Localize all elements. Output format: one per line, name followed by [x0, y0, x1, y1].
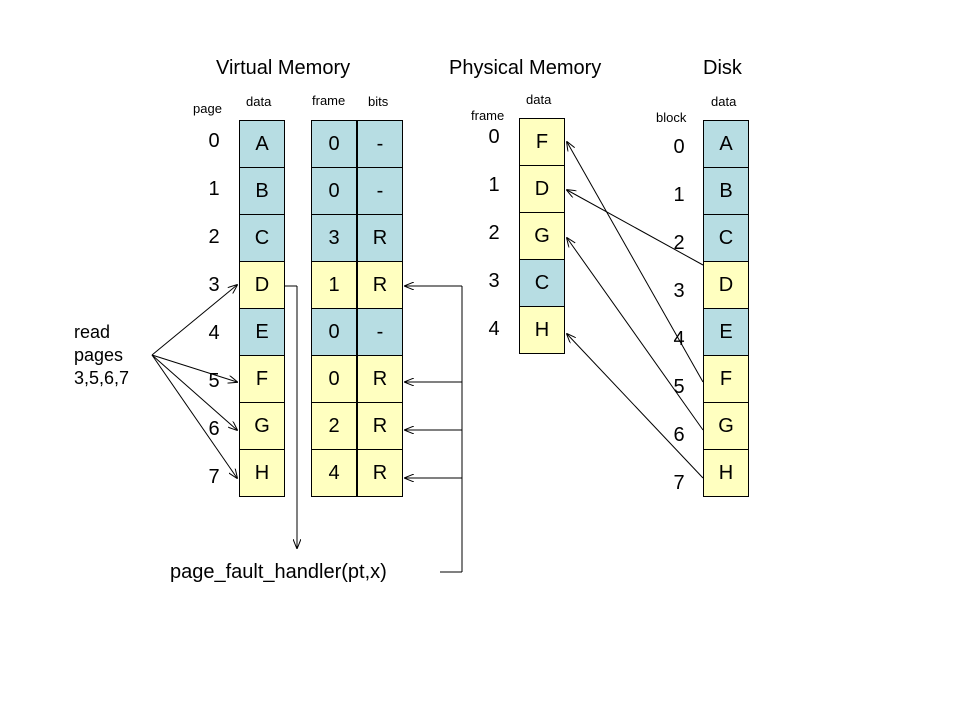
page-number: 7 [208, 466, 220, 488]
pm-data-cell: G [519, 212, 565, 260]
pt-frame-cell: 0 [311, 308, 357, 356]
frame-header: frame [312, 93, 346, 108]
pt-bits-cell: - [357, 120, 403, 168]
read-label-line: read [74, 322, 111, 342]
arrow-G-to-frame-2 [567, 238, 704, 431]
disk-block-number: 1 [673, 184, 685, 206]
disk-block-number: 6 [673, 424, 685, 446]
pm-frame-number: 2 [488, 222, 500, 244]
pm-frame-header: frame [471, 108, 505, 123]
disk-data-cell: D [703, 261, 749, 309]
disk-block-number: 7 [673, 472, 685, 494]
read-arrow-page-7 [151, 354, 237, 478]
vm-data-cell: B [239, 167, 285, 215]
pt-frame-column: 0 0 3 1 0 0 2 4 [311, 120, 357, 497]
disk-block-number: 2 [673, 232, 685, 254]
pt-bits-cell: R [357, 449, 403, 497]
disk-block-number: 3 [673, 280, 685, 302]
bits-header: bits [368, 94, 389, 109]
page-number: 6 [208, 418, 220, 440]
pt-bits-cell: R [357, 261, 403, 309]
disk-block-number: 5 [673, 376, 685, 398]
pm-data-cell: F [519, 118, 565, 166]
disk-to-frame-arrows [567, 142, 704, 479]
disk-data-cell: B [703, 167, 749, 215]
page-header: page [193, 101, 222, 116]
vm-data-cell: H [239, 449, 285, 497]
pm-data-cell: C [519, 259, 565, 307]
read-pages-label: read pages 3,5,6,7 [74, 321, 129, 390]
virtual-memory-title: Virtual Memory [216, 57, 351, 79]
block-header: block [656, 110, 687, 125]
pm-frame-number: 1 [488, 174, 500, 196]
page-number: 2 [208, 226, 220, 248]
disk-data-cell: C [703, 214, 749, 262]
disk-data-header: data [711, 94, 737, 109]
pt-frame-cell: 1 [311, 261, 357, 309]
vm-page-numbers: 0 1 2 3 4 5 6 7 [199, 130, 229, 514]
read-arrow-page-5 [151, 354, 237, 382]
disk-data-cell: F [703, 355, 749, 403]
read-label-line: 3,5,6,7 [74, 368, 130, 388]
vm-data-header: data [246, 94, 272, 109]
pt-frame-cell: 4 [311, 449, 357, 497]
pm-frame-number: 3 [488, 270, 500, 292]
pm-data-column: F D G C H [519, 118, 565, 354]
pt-bits-column: - - R R - R R R [357, 120, 403, 497]
page-number: 5 [208, 370, 220, 392]
pm-frame-number: 4 [488, 318, 500, 340]
vm-data-column: A B C D E F G H [239, 120, 285, 497]
read-arrows [151, 285, 237, 478]
vm-data-cell: E [239, 308, 285, 356]
fault-connector [285, 285, 297, 548]
pt-frame-cell: 2 [311, 402, 357, 450]
pm-frame-numbers: 0 1 2 3 4 [479, 126, 509, 366]
disk-block-number: 0 [673, 136, 685, 158]
vm-data-cell: G [239, 402, 285, 450]
vm-data-cell: A [239, 120, 285, 168]
disk-data-column: A B C D E F G H [703, 120, 749, 497]
read-arrow-page-3 [151, 285, 237, 356]
disk-title: Disk [703, 57, 742, 79]
page-number: 3 [208, 274, 220, 296]
pm-frame-number: 0 [488, 126, 500, 148]
vm-data-cell: C [239, 214, 285, 262]
disk-data-cell: H [703, 449, 749, 497]
read-arrow-page-6 [151, 354, 237, 430]
pm-data-cell: D [519, 165, 565, 213]
pt-frame-cell: 3 [311, 214, 357, 262]
pt-frame-cell: 0 [311, 120, 357, 168]
page-fault-handler-label: page_fault_handler(pt,x) [170, 561, 387, 583]
pm-data-cell: H [519, 306, 565, 354]
vm-data-cell: F [239, 355, 285, 403]
physical-memory-title: Physical Memory [449, 57, 602, 79]
vm-data-cell: D [239, 261, 285, 309]
disk-data-cell: E [703, 308, 749, 356]
disk-data-cell: A [703, 120, 749, 168]
handler-return-connector [405, 286, 463, 573]
arrow-F-to-frame-0 [567, 142, 704, 383]
page-number: 1 [208, 178, 220, 200]
read-label-line: pages [74, 345, 124, 365]
pt-frame-cell: 0 [311, 167, 357, 215]
arrow-D-to-frame-1 [567, 190, 704, 266]
page-number: 4 [208, 322, 220, 344]
arrow-H-to-frame-4 [567, 334, 704, 479]
pm-data-header: data [526, 92, 552, 107]
pt-bits-cell: R [357, 355, 403, 403]
pt-bits-cell: - [357, 167, 403, 215]
page-number: 0 [208, 130, 220, 152]
